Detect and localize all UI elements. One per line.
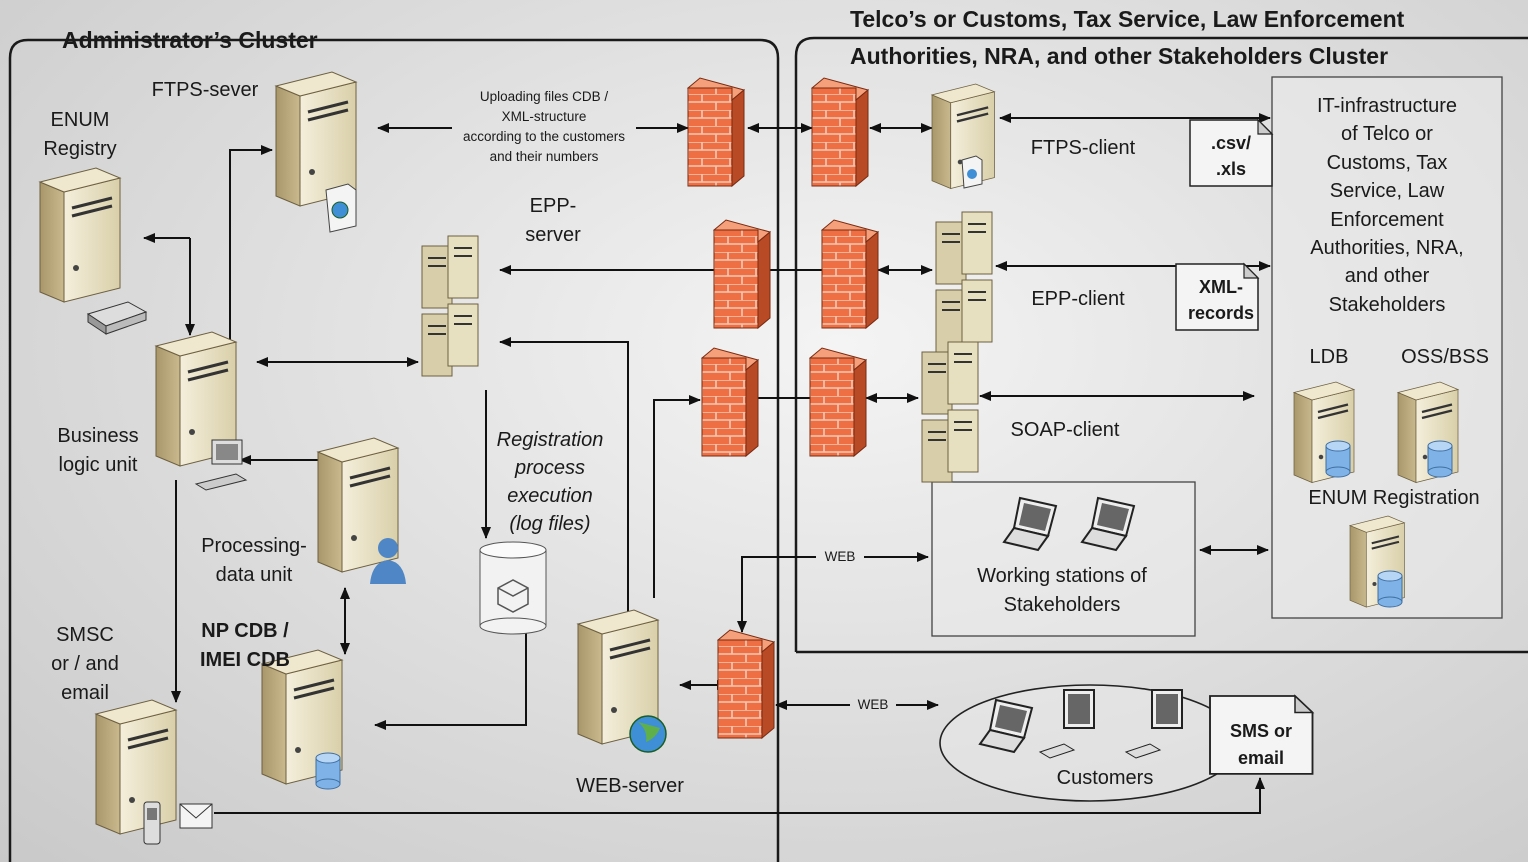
stakeholder-cluster-title-line2: Authorities, NRA, and other Stakeholders… [850, 43, 1389, 69]
processing-label-1: Processing- [201, 535, 307, 557]
firewall-admin-ftps-icon [687, 77, 745, 187]
processing-label-2: data unit [215, 564, 293, 586]
enum-registry-label-2: Registry [43, 138, 117, 160]
log-files-cylinder-icon [479, 541, 547, 635]
epp-server-label-1: EPP- [529, 195, 577, 217]
envelope-icon [179, 803, 213, 829]
edge-business-ftps [229, 145, 273, 345]
smsc-label-3: email [61, 682, 109, 704]
business-logic-label-2: logic unit [58, 454, 138, 476]
registration-label-2: process [514, 457, 586, 479]
ftps-client-doc-icon [961, 155, 983, 189]
web-page-doc-icon [325, 183, 357, 233]
web-server-label: WEB-server [576, 775, 684, 797]
it-infra-line: IT-infrastructure [1316, 95, 1458, 117]
mobile-phone-icon [143, 801, 161, 845]
soap-client-label: SOAP-client [1010, 419, 1120, 441]
soap-client-server-icon [921, 341, 979, 483]
edge-web-epp [499, 337, 629, 612]
ldb-database-icon [1325, 440, 1351, 478]
upload-label-4: and their numbers [489, 149, 599, 164]
working-stations-label-1: Working stations of [977, 565, 1147, 587]
stakeholder-cluster-title-line1: Telco’s or Customs, Tax Service, Law Enf… [850, 6, 1405, 32]
database-icon [315, 752, 341, 790]
it-infra-line: Service, Law [1329, 180, 1445, 203]
oss-bss-database-icon [1427, 440, 1453, 478]
oss-bss-label: OSS/BSS [1401, 346, 1489, 368]
ldb-label: LDB [1309, 346, 1349, 368]
xml-doc-label-1: XML- [1199, 277, 1243, 297]
edge-web-working-a [737, 556, 816, 633]
edge-smsc-sms [214, 777, 1265, 814]
it-infrastructure-label: IT-infrastructure of Telco or Customs, T… [1280, 92, 1494, 319]
xml-doc-label-2: records [1187, 303, 1255, 323]
csv-doc-label-1: .csv/ [1210, 133, 1252, 153]
firewall-stakeholder-ftps-icon [811, 77, 869, 187]
csv-doc-label-2: .xls [1215, 159, 1247, 179]
firewall-stakeholder-epp-icon [821, 219, 879, 329]
workstation-icon [194, 439, 248, 491]
upload-label-3: according to the customers [462, 129, 626, 144]
customer-desktop-icon-1 [1038, 689, 1095, 759]
epp-client-label: EPP-client [1031, 288, 1125, 310]
it-infra-line: Stakeholders [1328, 293, 1446, 316]
registration-label-1: Registration [496, 429, 604, 451]
user-icon [370, 538, 406, 584]
working-stations-box [931, 481, 1196, 637]
firewall-stakeholder-soap-icon [809, 347, 867, 457]
business-logic-label-1: Business [57, 425, 139, 447]
web-edge-label-upper: WEB [824, 549, 856, 564]
enum-registry-server-icon [38, 166, 122, 304]
epp-server-label-2: server [525, 224, 581, 246]
firewall-admin-epp-icon [713, 219, 771, 329]
np-cdb-label-1: NP CDB / [201, 620, 289, 642]
sms-doc-label-2: email [1237, 748, 1285, 768]
globe-icon [629, 715, 667, 753]
it-infra-line: and other [1344, 265, 1430, 288]
epp-client-server-icon [935, 211, 993, 353]
admin-cluster-title: Administrator’s Cluster [62, 27, 318, 53]
enum-registration-database-icon [1377, 570, 1403, 608]
upload-label-2: XML-structure [501, 109, 587, 124]
ftps-server-label: FTPS-sever [151, 79, 259, 101]
epp-server-icon [421, 235, 479, 377]
stakeholder-cluster-frame [794, 36, 1528, 654]
it-infra-line: of Telco or [1341, 123, 1433, 146]
upload-label-1: Uploading files CDB / [479, 89, 609, 104]
smsc-label-1: SMSC [56, 624, 114, 646]
admin-cluster-frame [8, 38, 780, 862]
firewall-admin-soap-icon [701, 347, 759, 457]
enum-registry-label-1: ENUM [50, 109, 110, 131]
web-edge-label-lower: WEB [857, 697, 889, 712]
registration-label-3: execution [507, 485, 593, 507]
customer-desktop-icon-2 [1124, 689, 1183, 759]
smsc-label-2: or / and [51, 653, 119, 675]
it-infra-line: Authorities, NRA, [1310, 237, 1464, 260]
enum-registration-label: ENUM Registration [1308, 487, 1480, 509]
firewall-web-icon [717, 629, 775, 739]
edge-web-fw-soap [653, 395, 701, 598]
ftps-client-label: FTPS-client [1030, 137, 1136, 159]
sms-doc-label-1: SMS or [1229, 721, 1292, 741]
smsc-server-icon [94, 698, 178, 836]
printer-icon [86, 301, 148, 335]
np-cdb-label-2: IMEI CDB [200, 649, 290, 671]
edge-log-npcdb [374, 632, 527, 730]
working-stations-label-2: Stakeholders [1003, 594, 1121, 616]
it-infra-line: Enforcement [1330, 208, 1444, 231]
it-infra-line: Customs, Tax [1326, 151, 1448, 174]
registration-label-4: (log files) [509, 513, 591, 535]
customers-label: Customers [1056, 767, 1154, 789]
